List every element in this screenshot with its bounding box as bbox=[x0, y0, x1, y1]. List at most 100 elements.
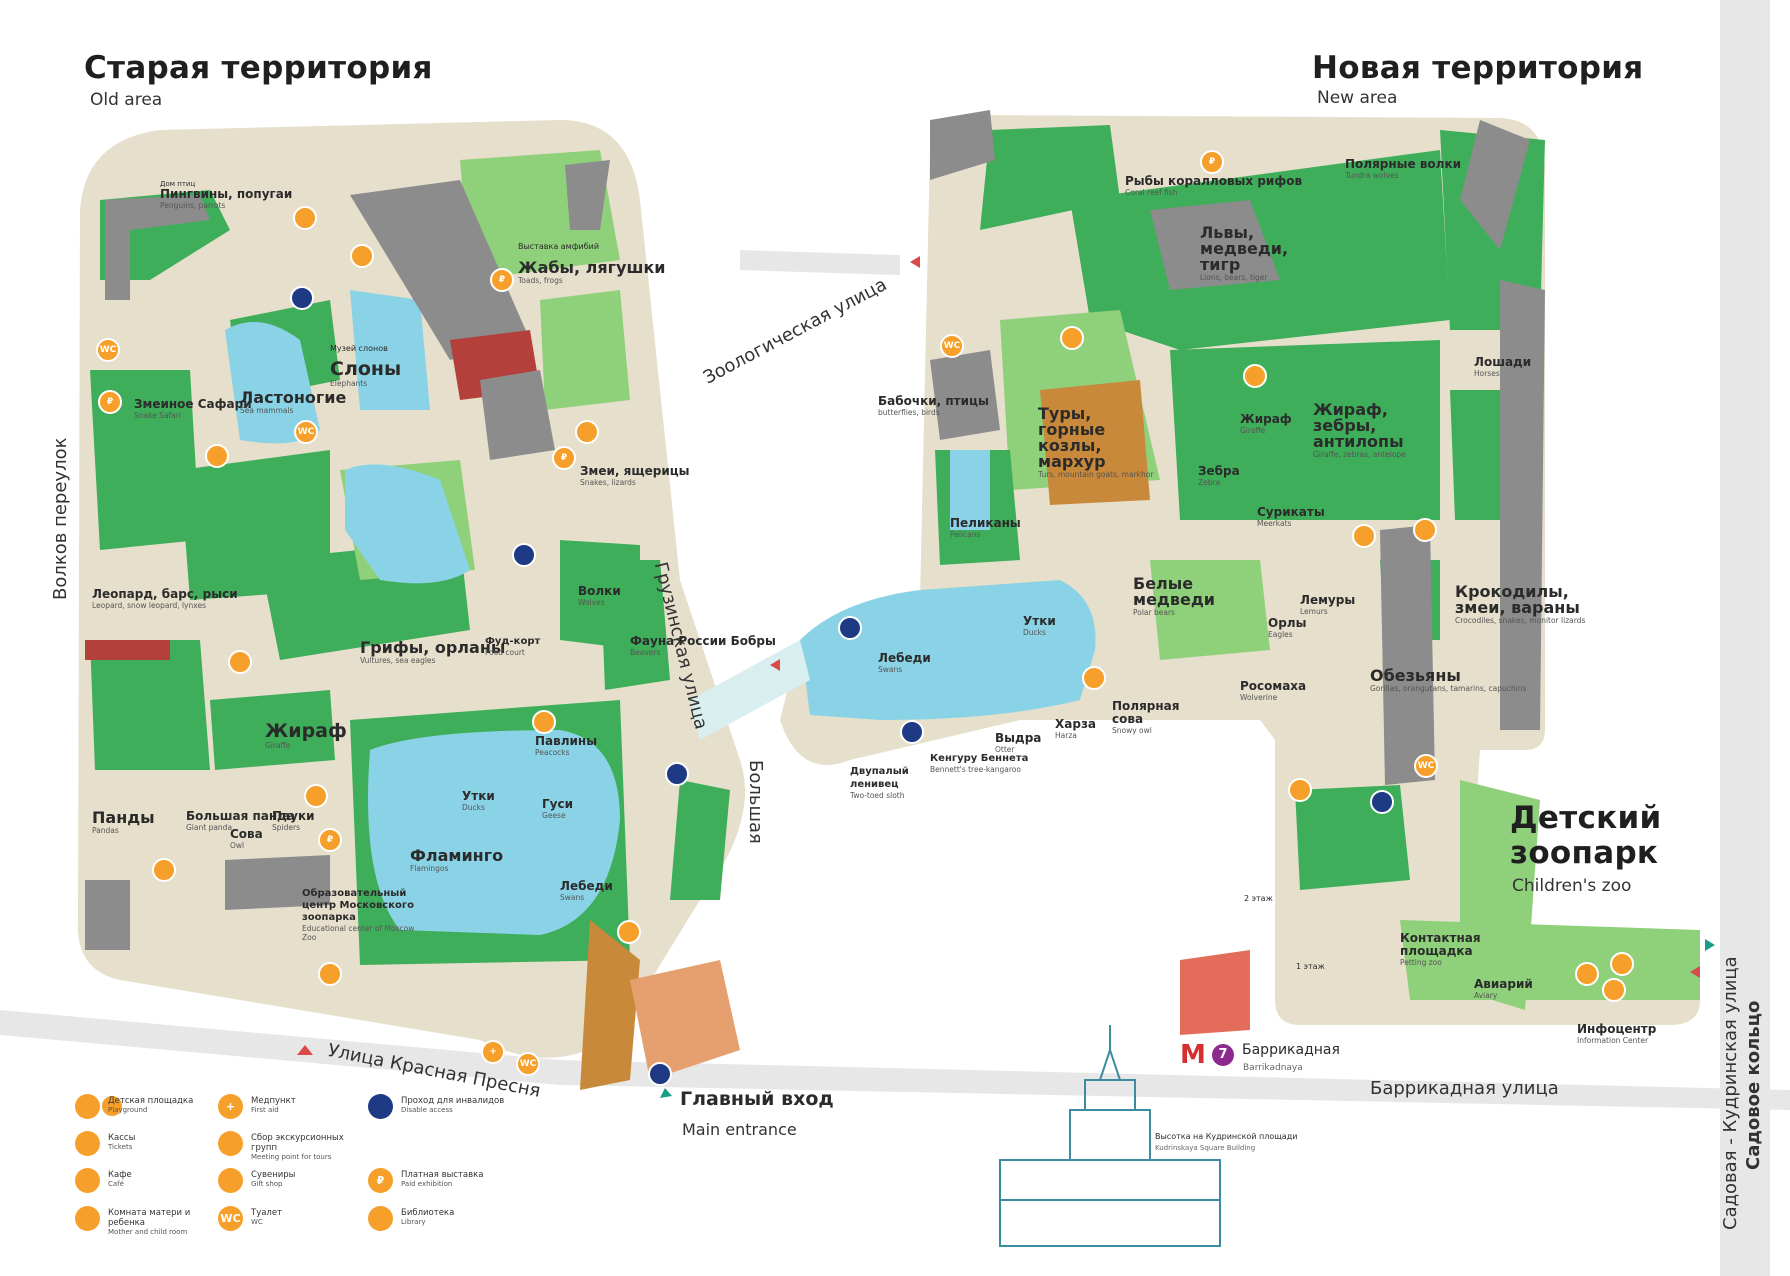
disabled-access-icon[interactable] bbox=[512, 543, 536, 567]
legend-label: Кафе bbox=[108, 1170, 132, 1180]
paid-exhibition-icon[interactable]: ₽ bbox=[1200, 150, 1224, 174]
playground-icon[interactable] bbox=[100, 1094, 124, 1118]
disabled-access-icon[interactable] bbox=[648, 1062, 672, 1086]
paid-exhibition-icon[interactable]: ₽ bbox=[318, 828, 342, 852]
paid-exhibition-icon[interactable]: ₽ bbox=[98, 390, 122, 414]
cafe-icon[interactable] bbox=[1060, 326, 1084, 350]
wc-icon[interactable]: WC bbox=[294, 420, 318, 444]
cafe-icon[interactable] bbox=[1243, 364, 1267, 388]
disabled-access-icon[interactable] bbox=[290, 286, 314, 310]
gift-shop-icon[interactable] bbox=[350, 244, 374, 268]
playground-icon[interactable] bbox=[1575, 962, 1599, 986]
cafe-icon[interactable] bbox=[1602, 978, 1626, 1002]
gift-shop-icon[interactable] bbox=[293, 206, 317, 230]
gift-shop-icon[interactable] bbox=[1610, 952, 1634, 976]
disabled-access-icon[interactable] bbox=[1370, 790, 1394, 814]
cafe-icon[interactable] bbox=[1352, 524, 1376, 548]
paid-exhibition-icon[interactable]: ₽ bbox=[552, 446, 576, 470]
playground-icon[interactable] bbox=[318, 962, 342, 986]
disabled-access-icon[interactable] bbox=[838, 616, 862, 640]
kids-zoo-title-2: зоопарк bbox=[1510, 835, 1659, 871]
gift-shop-icon[interactable] bbox=[617, 920, 641, 944]
disabled-access-icon[interactable] bbox=[900, 720, 924, 744]
playground-icon[interactable] bbox=[575, 420, 599, 444]
education-center[interactable]: Образовательный центр Московского зоопар… bbox=[302, 888, 415, 942]
new-area-subtitle: New area bbox=[1317, 88, 1398, 108]
ticket-icon bbox=[75, 1131, 100, 1156]
disabled-access-icon[interactable] bbox=[665, 762, 689, 786]
paid-exhibition-icon[interactable]: ₽ bbox=[490, 268, 514, 292]
paid-exhibition-icon: ₽ bbox=[368, 1168, 393, 1193]
wc-icon[interactable]: WC bbox=[516, 1052, 540, 1076]
first-aid-icon[interactable]: + bbox=[481, 1040, 505, 1064]
cafe-icon[interactable] bbox=[532, 710, 556, 734]
cafe-icon[interactable] bbox=[1288, 778, 1312, 802]
metro-station-name-en: Barrikadnaya bbox=[1243, 1063, 1303, 1073]
exhibit-penguins-caption: Дом птиц bbox=[160, 180, 196, 188]
cafe-icon[interactable] bbox=[1082, 666, 1106, 690]
wc-icon[interactable]: WC bbox=[1414, 754, 1438, 778]
playground-icon[interactable] bbox=[304, 784, 328, 808]
legend-label: Комната матери и ребенка bbox=[108, 1208, 191, 1228]
wc-icon[interactable]: WC bbox=[96, 338, 120, 362]
gift-shop-icon[interactable] bbox=[205, 444, 229, 468]
cafe-icon[interactable] bbox=[228, 650, 252, 674]
gift-shop-icon[interactable] bbox=[152, 858, 176, 882]
main-entrance-title[interactable]: Главный вход bbox=[680, 1088, 834, 1110]
gift-shop-icon[interactable] bbox=[1413, 518, 1437, 542]
wc-icon[interactable]: WC bbox=[940, 334, 964, 358]
